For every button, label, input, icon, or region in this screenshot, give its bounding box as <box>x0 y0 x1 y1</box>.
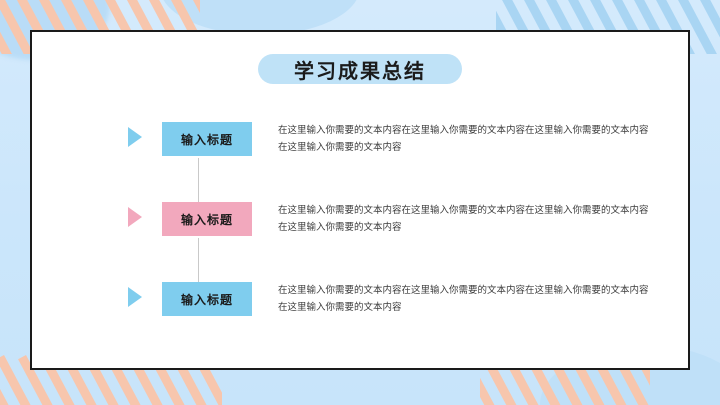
content-row-2: 输入标题 在这里输入你需要的文本内容在这里输入你需要的文本内容在这里输入你需要的… <box>32 200 688 280</box>
label-column-1: 输入标题 <box>32 120 252 156</box>
title-area: 学习成果总结 <box>32 54 688 84</box>
label-column-3: 输入标题 <box>32 280 252 316</box>
row-body-2: 在这里输入你需要的文本内容在这里输入你需要的文本内容在这里输入你需要的文本内容在… <box>278 205 649 233</box>
label-column-2: 输入标题 <box>32 200 252 236</box>
content-rows: 输入标题 在这里输入你需要的文本内容在这里输入你需要的文本内容在这里输入你需要的… <box>32 120 688 360</box>
row-label-1[interactable]: 输入标题 <box>162 122 252 156</box>
page-title: 学习成果总结 <box>294 60 426 83</box>
text-column-1: 在这里输入你需要的文本内容在这里输入你需要的文本内容在这里输入你需要的文本内容在… <box>252 120 688 156</box>
row-body-3: 在这里输入你需要的文本内容在这里输入你需要的文本内容在这里输入你需要的文本内容在… <box>278 285 649 313</box>
arrow-icon <box>128 127 142 147</box>
arrow-icon <box>128 207 142 227</box>
content-row-3: 输入标题 在这里输入你需要的文本内容在这里输入你需要的文本内容在这里输入你需要的… <box>32 280 688 360</box>
row-label-3[interactable]: 输入标题 <box>162 282 252 316</box>
connector-line-2 <box>198 238 199 282</box>
row-label-2[interactable]: 输入标题 <box>162 202 252 236</box>
row-body-1: 在这里输入你需要的文本内容在这里输入你需要的文本内容在这里输入你需要的文本内容在… <box>278 125 649 153</box>
connector-line-1 <box>198 158 199 202</box>
title-pill: 学习成果总结 <box>258 54 462 84</box>
arrow-icon <box>128 287 142 307</box>
text-column-3: 在这里输入你需要的文本内容在这里输入你需要的文本内容在这里输入你需要的文本内容在… <box>252 280 688 316</box>
text-column-2: 在这里输入你需要的文本内容在这里输入你需要的文本内容在这里输入你需要的文本内容在… <box>252 200 688 236</box>
content-row-1: 输入标题 在这里输入你需要的文本内容在这里输入你需要的文本内容在这里输入你需要的… <box>32 120 688 200</box>
content-card: 学习成果总结 输入标题 在这里输入你需要的文本内容在这里输入你需要的文本内容在这… <box>30 30 690 370</box>
